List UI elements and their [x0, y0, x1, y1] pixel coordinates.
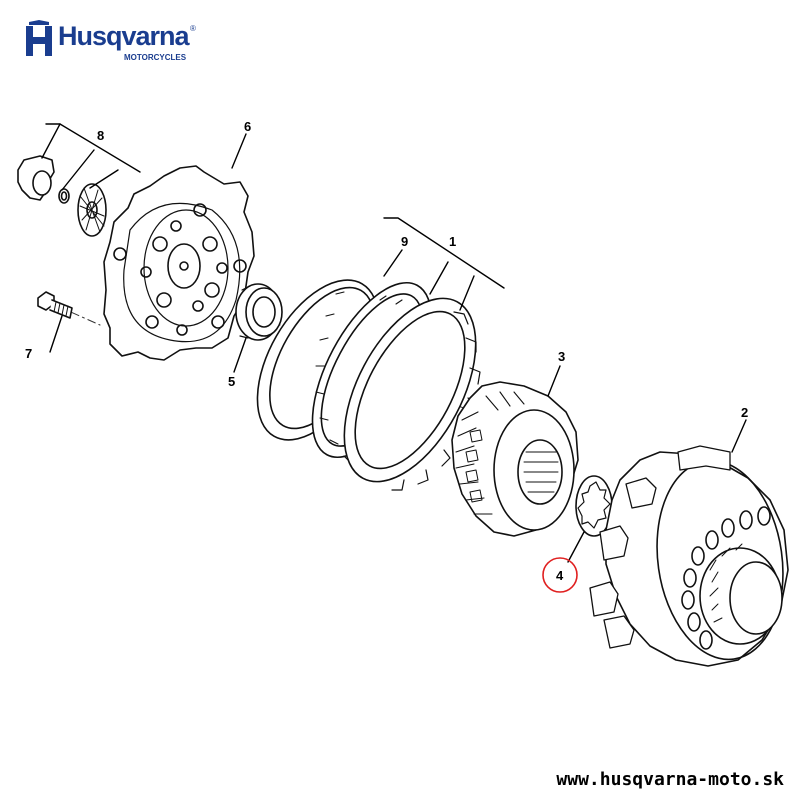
part-7-bolt	[37, 291, 73, 319]
part-8-bolt-washer-set	[17, 155, 107, 237]
part-1-clutch-plates	[311, 281, 481, 491]
part-3-clutch-hub	[451, 381, 579, 537]
brand-subtitle: MOTORCYCLES	[124, 53, 187, 62]
leader-lines	[41, 123, 747, 563]
callout-7: 7	[25, 346, 32, 361]
callout-4: 4	[556, 568, 564, 583]
callout-1: 1	[449, 234, 456, 249]
part-6-pressure-plate	[103, 165, 255, 361]
callout-6: 6	[244, 119, 251, 134]
callout-8: 8	[97, 128, 104, 143]
husqvarna-logo: Husqvarna ® MOTORCYCLES	[22, 18, 202, 68]
crown-h-icon	[26, 20, 52, 56]
callout-5: 5	[228, 374, 235, 389]
highlight-circle	[542, 557, 578, 593]
callout-9: 9	[401, 234, 408, 249]
part-2-clutch-basket	[589, 445, 789, 667]
part-4-lock-washer	[575, 475, 613, 537]
registered-mark: ®	[190, 24, 196, 33]
part-5-bearing	[235, 283, 283, 341]
website-url: www.husqvarna-moto.sk	[556, 769, 784, 790]
callout-2: 2	[741, 405, 748, 420]
callout-3: 3	[558, 349, 565, 364]
brand-name: Husqvarna	[58, 21, 190, 51]
